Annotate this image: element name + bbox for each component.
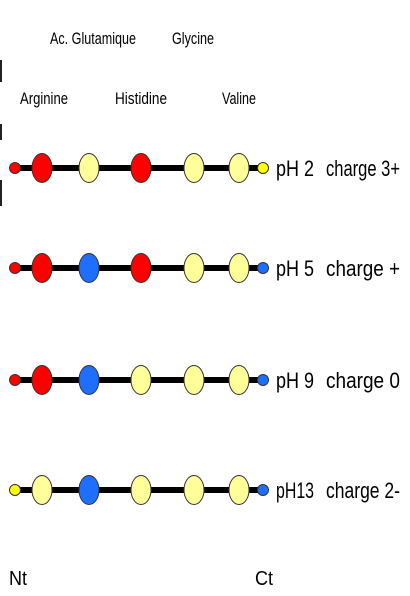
residue-yellow	[228, 153, 250, 183]
label-valine: Valine	[222, 89, 256, 108]
residue-blue	[78, 365, 100, 395]
residue-yellow	[183, 365, 205, 395]
edge-mark	[0, 180, 2, 206]
c-terminus-group	[257, 374, 269, 386]
n-terminus-label: Nt	[9, 568, 27, 590]
label-glutamic-acid: Ac. Glutamique	[50, 29, 136, 48]
residue-red	[31, 153, 53, 183]
peptide-row: pH 5 charge +	[9, 253, 400, 283]
charge-label: charge 0	[326, 368, 400, 393]
n-terminus-group	[9, 374, 21, 386]
c-terminus-group	[257, 162, 269, 174]
charge-label: charge 2-	[326, 478, 400, 503]
residue-red	[130, 153, 152, 183]
residue-red	[31, 365, 53, 395]
label-histidine: Histidine	[115, 89, 167, 108]
n-terminus-group	[9, 262, 21, 274]
c-terminus-label: Ct	[255, 568, 273, 590]
residue-yellow	[183, 253, 205, 283]
edge-mark	[0, 124, 2, 140]
peptide-row: pH 2 charge 3+	[9, 153, 400, 183]
residue-yellow	[31, 475, 53, 505]
residue-red	[130, 253, 152, 283]
residue-yellow	[183, 153, 205, 183]
residue-yellow	[228, 475, 250, 505]
residue-blue	[78, 475, 100, 505]
c-terminus-group	[257, 262, 269, 274]
charge-label: charge +	[326, 256, 400, 281]
n-terminus-group	[9, 484, 21, 496]
residue-blue	[78, 253, 100, 283]
peptide-row: pH 9 charge 0	[9, 365, 400, 395]
ph-label: pH 2	[276, 156, 314, 181]
residue-yellow	[130, 475, 152, 505]
peptide-row: pH13 charge 2-	[9, 475, 400, 505]
ph-label: pH 5	[276, 256, 314, 281]
edge-mark	[0, 60, 2, 82]
ph-label: pH13	[276, 478, 314, 503]
charge-label: charge 3+	[326, 156, 400, 181]
label-arginine: Arginine	[20, 89, 68, 108]
residue-yellow	[78, 153, 100, 183]
ph-label: pH 9	[276, 368, 314, 393]
residue-yellow	[228, 365, 250, 395]
residue-yellow	[130, 365, 152, 395]
residue-yellow	[183, 475, 205, 505]
n-terminus-group	[9, 162, 21, 174]
residue-yellow	[228, 253, 250, 283]
label-glycine: Glycine	[172, 29, 214, 48]
residue-red	[31, 253, 53, 283]
c-terminus-group	[257, 484, 269, 496]
peptide-rows: pH 2 charge 3+ pH 5 charge + pH 9 charge 0 pH1…	[9, 153, 400, 505]
